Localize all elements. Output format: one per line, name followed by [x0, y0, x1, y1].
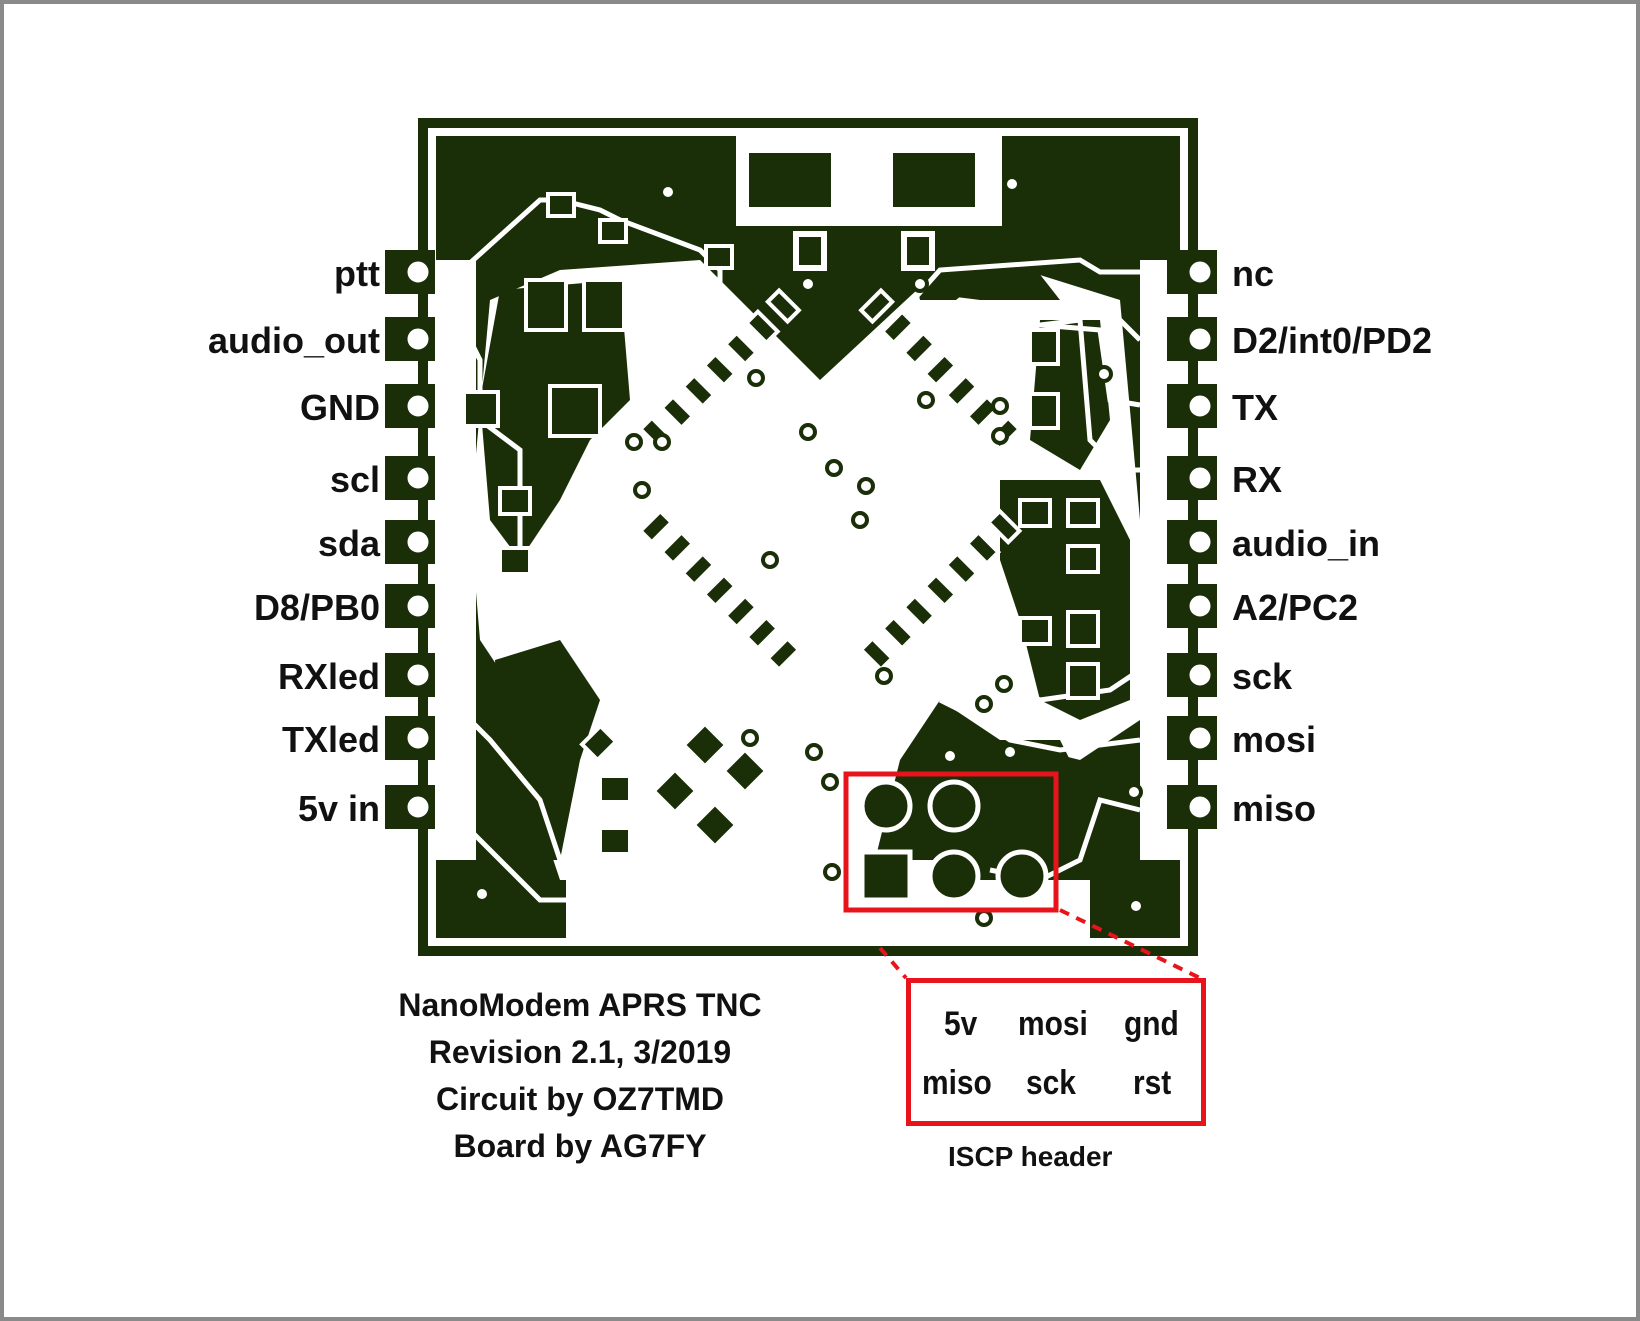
pin-label-right: mosi	[1232, 719, 1317, 760]
pin-label-right: A2/PC2	[1232, 587, 1359, 628]
left-edge-pin	[385, 250, 435, 294]
iscp-label: rst	[1133, 1064, 1172, 1102]
right-edge-pin	[1167, 584, 1217, 628]
left-edge-pin	[385, 584, 435, 628]
credits-revision: Revision 2.1, 3/2019	[428, 1034, 732, 1070]
right-edge-pin	[1167, 653, 1217, 697]
right-edge-pin	[1167, 456, 1217, 500]
right-edge-pin	[1167, 520, 1217, 564]
credits-block: NanoModem APRS TNC Revision 2.1, 3/2019 …	[300, 982, 860, 1170]
iscp-legend-box	[906, 978, 1206, 1126]
right-edge-pin	[1167, 384, 1217, 428]
vias	[625, 275, 1143, 927]
pin-label-left: TXled	[281, 719, 380, 760]
left-edge-pins	[385, 250, 435, 829]
pin-label-left: D8/PB0	[253, 587, 380, 628]
iscp-label: 5v	[944, 1005, 978, 1043]
pin-label-left: GND	[300, 387, 380, 428]
right-edge-pin	[1167, 317, 1217, 361]
connector-pads	[743, 147, 981, 271]
iscp-label: sck	[1026, 1064, 1076, 1102]
pin-label-right: TX	[1232, 387, 1279, 428]
icsp-pads	[859, 779, 1049, 903]
right-edge-pin	[1167, 250, 1217, 294]
credits-circuit: Circuit by OZ7TMD	[435, 1081, 724, 1117]
left-edge-pin	[385, 785, 435, 829]
iscp-label: mosi	[1018, 1005, 1088, 1043]
leader-right	[1059, 908, 1201, 980]
left-edge-pin	[385, 716, 435, 760]
traces	[428, 197, 1142, 903]
pin-label-left: ptt	[334, 253, 380, 294]
left-edge-pin	[385, 520, 435, 564]
left-edge-pin	[385, 317, 435, 361]
iscp-title: ISCP header	[948, 1141, 1113, 1172]
left-edge-pin	[385, 384, 435, 428]
pin-label-right: miso	[1232, 788, 1317, 829]
credits-board: Board by AG7FY	[453, 1128, 707, 1164]
right-edge-pin	[1167, 785, 1217, 829]
iscp-label: miso	[922, 1064, 992, 1102]
pin-label-left: scl	[329, 459, 380, 500]
mounting-dots	[453, 179, 1141, 911]
pin-label-right: RX	[1232, 459, 1283, 500]
pin-label-left: sda	[317, 523, 380, 564]
credits-title: NanoModem APRS TNC	[398, 987, 762, 1023]
left-edge-pin	[385, 653, 435, 697]
pin-label-left: audio_out	[208, 320, 380, 361]
pin-label-right: sck	[1232, 656, 1293, 697]
pin-label-left: RXled	[277, 656, 380, 697]
leader-left	[878, 946, 908, 980]
iscp-label: gnd	[1124, 1005, 1179, 1043]
pin-label-right: audio_in	[1232, 523, 1381, 564]
icsp-highlight-box	[843, 771, 1059, 913]
pin-label-right: nc	[1232, 253, 1275, 294]
pin-label-left: 5v in	[297, 788, 380, 829]
left-edge-pin	[385, 456, 435, 500]
smd-pads	[462, 192, 1100, 856]
pin-label-right: D2/int0/PD2	[1232, 320, 1433, 361]
right-edge-pin	[1167, 716, 1217, 760]
right-edge-pins	[1167, 250, 1217, 829]
